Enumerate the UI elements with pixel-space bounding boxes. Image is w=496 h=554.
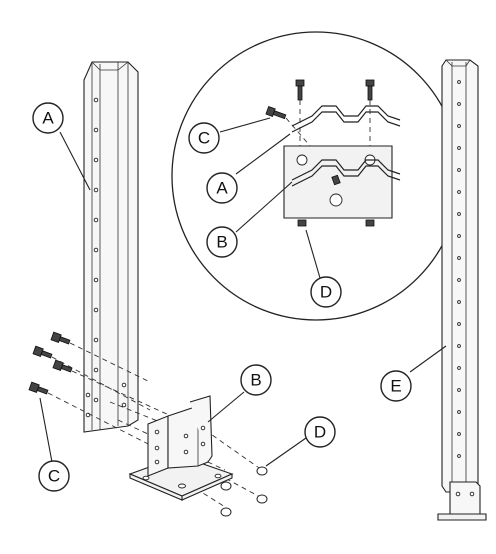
callout-base-nut: D [304, 416, 336, 448]
callout-label: D [320, 283, 332, 302]
callout-label: B [216, 233, 227, 252]
callout-detail-nut: D [310, 276, 342, 308]
callout-base-bracket: B [240, 364, 272, 396]
callout-label: D [314, 423, 326, 442]
callout-left-post: A [32, 102, 64, 134]
callout-detail-bolt: C [188, 122, 220, 154]
callout-base-bolt: C [38, 460, 70, 492]
right-post-holes [457, 80, 461, 458]
left-post [83, 61, 139, 433]
callout-detail-upper-bracket: A [206, 172, 238, 204]
callout-right-post: E [380, 370, 412, 402]
base-bracket [128, 395, 234, 501]
detail-view [171, 31, 461, 321]
right-post [437, 59, 487, 521]
callout-label: A [42, 109, 54, 128]
callout-label: C [48, 467, 60, 486]
callout-label: E [390, 377, 401, 396]
callout-label: C [198, 129, 210, 148]
base-nuts [220, 466, 268, 517]
callout-label: B [250, 371, 261, 390]
callout-label: A [216, 179, 228, 198]
loose-bolts [28, 331, 73, 395]
left-post-holes [85, 97, 127, 418]
callout-detail-lower-bracket: B [206, 226, 238, 258]
detail-top-bolts [295, 79, 375, 101]
leader-lines [39, 117, 447, 467]
